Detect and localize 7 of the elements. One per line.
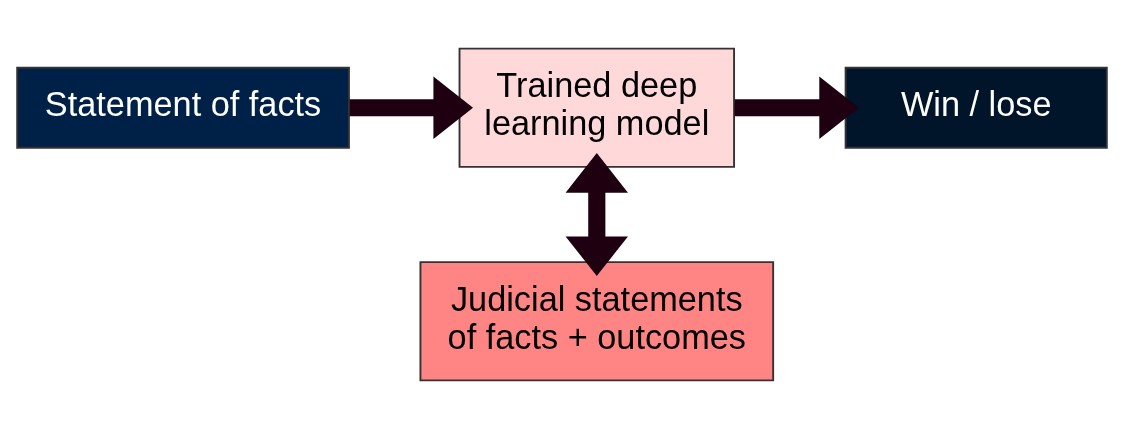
node-box: Statement of facts	[16, 66, 350, 149]
node-box: Trained deep learning model	[458, 47, 736, 168]
arrow	[734, 76, 859, 139]
node-box: Judicial statements of facts + outcomes	[419, 261, 775, 382]
node-box: Win / lose	[844, 66, 1108, 149]
arrow	[565, 153, 628, 276]
arrow	[349, 76, 474, 139]
